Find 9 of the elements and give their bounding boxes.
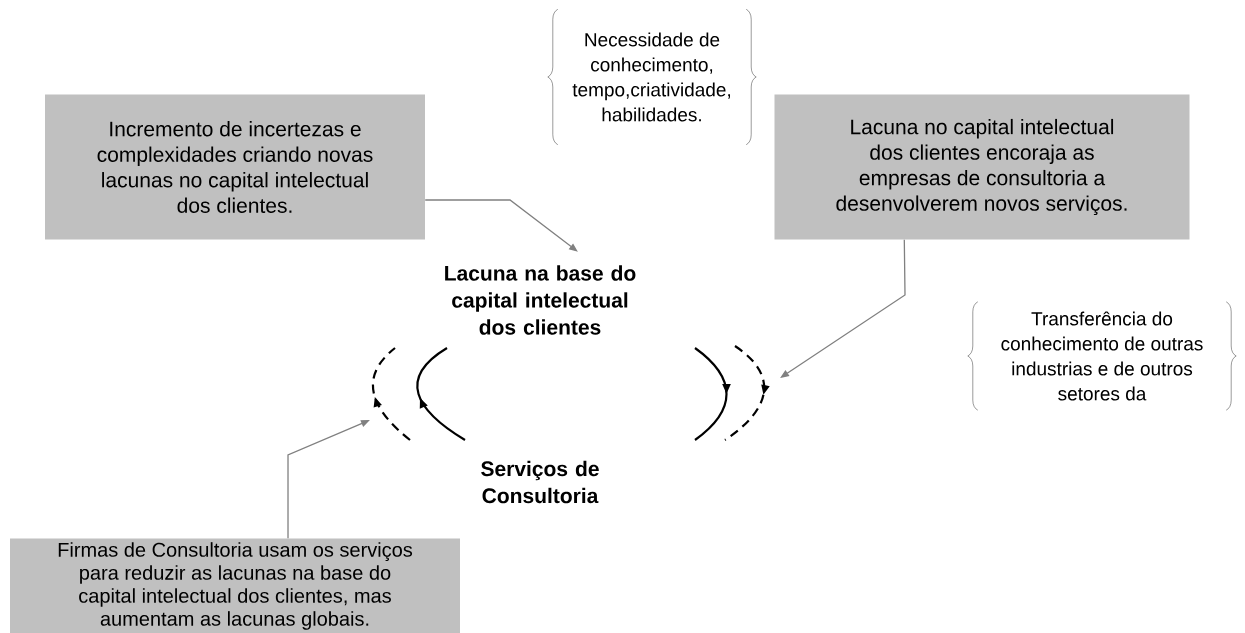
text-label: Lacuna na base do capital intelectual dos clientes (445, 265, 636, 335)
text-label: Serviços de Consultoria (481, 460, 599, 504)
text-box: Firmas de Consultoria usam os serviços para reduzir as lacunas na base do capital intelectual dos clientes, mas aumentam as lacunas globais. (10, 538, 460, 633)
text-box: Incremento de incertezas e complexidades criando novas lacunas no capital intelectual dos clientes. (45, 94, 425, 240)
arrow (780, 239, 906, 378)
arrow (424, 199, 578, 252)
braced-text: Necessidade de conhecimento, tempo,criatividade, habilidades. (547, 9, 757, 145)
braced-text: Transferência do conhecimento de outras industrias e de outros setores da (967, 301, 1237, 411)
text-box: Lacuna no capital intelectual dos clientes encoraja as empresas de consultoria a desenvolverem novos serviços. (774, 94, 1190, 240)
